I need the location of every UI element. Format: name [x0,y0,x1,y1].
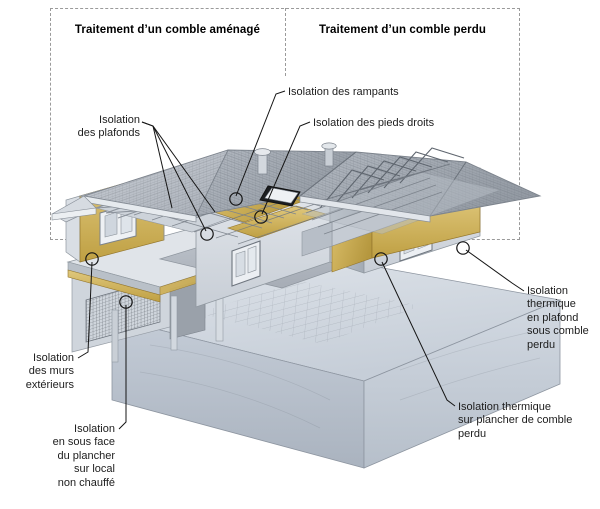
roof-skylight [259,185,301,207]
callout-isolation-des-pieds-droits: Isolation des pieds droits [313,117,435,129]
zone-title-amenage: Traitement d’un comble aménagé [74,24,261,36]
callout-isolation-thermique-en-plafond-sous-comble-perdu: Isolation thermique en plafond sous comb… [527,285,589,351]
roof-front-slope [195,149,358,217]
zone-divider [285,8,286,76]
terrace-tiling [198,281,420,344]
callout-isolation-des-murs-exterieurs: Isolation des murs extérieurs [25,352,74,391]
zone-title-perdu: Traitement d’un comble perdu [318,24,487,36]
callout-isolation-thermique-sur-plancher-de-comble-perdu: Isolation thermique sur plancher de comb… [458,401,573,440]
callout-isolation-des-rampants: Isolation des rampants [288,86,399,98]
attic-truss-structure [299,147,501,235]
left-gable-end [51,195,97,223]
roof-vent-pipes [254,142,337,175]
callout-leaders [77,90,525,430]
callout-isolation-des-plafonds: Isolation des plafonds [77,114,140,140]
callout-isolation-en-sous-face-du-plancher-sur-local-non-chauffe: Isolation en sous face du plancher sur l… [52,423,115,489]
